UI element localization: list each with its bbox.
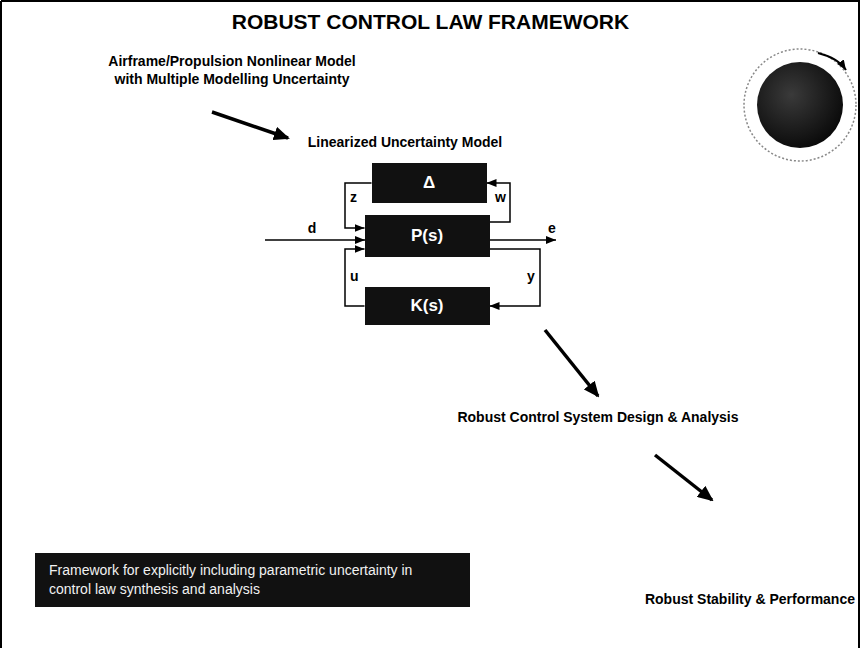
result-note: Robust Stability & Performance — [645, 590, 855, 608]
frame-line — [858, 1, 860, 648]
signal-wire — [265, 239, 365, 241]
frame-line — [1, 0, 860, 2]
orbit-icon — [744, 49, 856, 161]
block-label: K(s) — [410, 296, 443, 316]
uncertainty-block: Δ — [372, 163, 487, 203]
signal-wire — [490, 239, 556, 241]
frame-line — [0, 1, 2, 648]
orbit-arrow — [818, 53, 846, 70]
block-label: P(s) — [411, 226, 443, 246]
signal-wire — [345, 249, 365, 306]
flow-arrow — [212, 112, 288, 138]
signal-name: d — [308, 219, 317, 237]
signal-wire — [487, 183, 511, 222]
controller-block: K(s) — [365, 287, 490, 325]
signal-wire — [490, 249, 541, 306]
signal-name: w — [494, 189, 507, 205]
section-heading: Linearized Uncertainty Model — [308, 133, 502, 151]
summary-text: Framework for explicitly including param… — [49, 561, 456, 599]
signal-name: e — [548, 219, 556, 237]
title: ROBUST CONTROL LAW FRAMEWORK — [0, 10, 861, 34]
signal-name: z — [349, 189, 358, 205]
signal-name: u — [349, 268, 360, 284]
source-model-note: Airframe/Propulsion Nonlinear Model with… — [107, 52, 357, 88]
flow-arrow — [655, 455, 712, 500]
summary-box: Framework for explicitly including param… — [35, 553, 470, 607]
block-label: Δ — [423, 173, 435, 193]
plant-block: P(s) — [365, 215, 490, 257]
signal-name: y — [526, 268, 536, 284]
flow-arrow — [545, 330, 598, 396]
dark-sphere — [757, 62, 843, 148]
step-note: Robust Control System Design & Analysis — [457, 408, 738, 426]
dotted-ring — [744, 49, 856, 161]
